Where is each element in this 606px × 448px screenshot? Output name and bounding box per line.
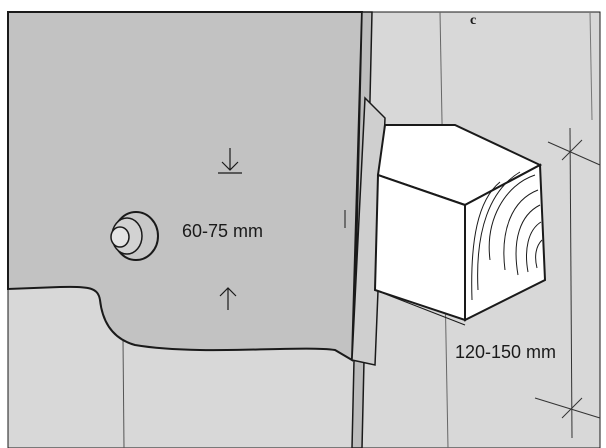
- arrow-up-icon: [219, 287, 237, 310]
- bolt-shaft: [110, 226, 130, 248]
- block-size-label: 120-150 mm: [455, 342, 557, 362]
- dimension-line: [569, 127, 573, 439]
- wood-grain: [471, 171, 543, 301]
- corner-letter: c: [470, 13, 476, 28]
- wall-line: [589, 11, 593, 121]
- thickness-label: 60-75 mm: [182, 221, 264, 241]
- arrow-down-icon: [218, 148, 242, 174]
- grey-plate: [7, 11, 364, 362]
- dimension-tick-bottom: [534, 397, 601, 419]
- edge-bevel: [351, 96, 386, 366]
- block-shadow-line: [374, 289, 466, 326]
- dimension-tick-top: [547, 139, 601, 166]
- block-end-grain: [464, 163, 547, 322]
